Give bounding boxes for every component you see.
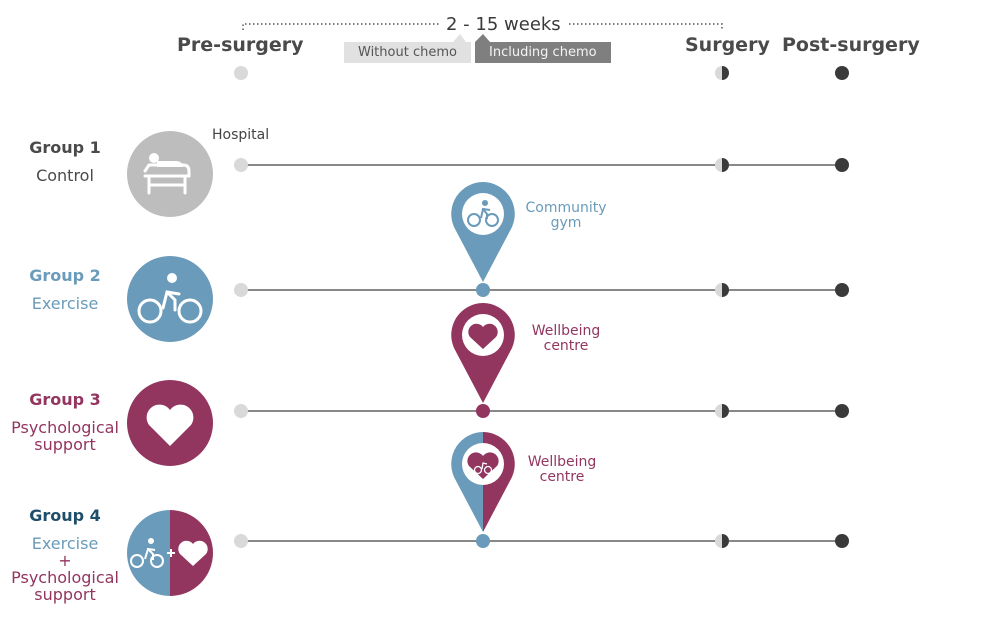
post-surgery-dot (835, 404, 849, 418)
tag-pointer (453, 34, 466, 42)
location-line: centre (539, 469, 585, 485)
pre-surgery-dot (234, 404, 248, 418)
phase-post-surgery: Post-surgery (782, 34, 920, 56)
phase-pre-surgery: Pre-surgery (177, 34, 304, 56)
timeline-line (241, 410, 842, 412)
hospital-label: Hospital (212, 127, 270, 143)
timeline-line (241, 164, 842, 166)
surgery-dot (715, 283, 729, 297)
tag-including-chemo: Including chemo (475, 42, 611, 63)
post-surgery-dot (835, 158, 849, 172)
location-line: Wellbeing (531, 323, 601, 339)
duration-label: 2 - 15 weeks (440, 14, 567, 35)
location-line: Wellbeing (527, 454, 597, 470)
group-2-subtitle: Exercise (31, 294, 99, 313)
pre-surgery-dot (234, 158, 248, 172)
group-1-subtitle: Control (36, 166, 94, 185)
hospital-bed-icon (127, 131, 213, 217)
bicycle-plus-heart-icon (127, 510, 213, 596)
location-line: centre (543, 338, 589, 354)
group-3-title: Group 3 (29, 390, 101, 409)
post-surgery-dot (835, 283, 849, 297)
subtitle-line: support (34, 585, 96, 604)
post-surgery-dot (835, 534, 849, 548)
group-2-title: Group 2 (29, 266, 101, 285)
group-1-title: Group 1 (29, 138, 101, 157)
subtitle-line: Psychological (11, 418, 119, 437)
post-surgery-dot (835, 66, 849, 80)
surgery-dot (715, 534, 729, 548)
subtitle-line: Exercise (31, 534, 99, 553)
heart-icon (127, 380, 213, 466)
bicycle-icon (127, 256, 213, 342)
phase-surgery: Surgery (685, 34, 770, 56)
tag-without-chemo: Without chemo (344, 42, 471, 63)
location-line: Community (525, 200, 607, 216)
subtitle-line: Psychological (11, 568, 119, 587)
timeline-line (241, 540, 842, 542)
surgery-dot (715, 158, 729, 172)
location-line: gym (550, 215, 582, 231)
community-gym-pin-icon (451, 182, 515, 297)
pre-surgery-dot (234, 534, 248, 548)
surgery-dot (715, 66, 729, 80)
pre-surgery-dot (234, 66, 248, 80)
wellbeing-centre-combined-pin-icon (451, 432, 515, 548)
group-4-title: Group 4 (29, 506, 101, 525)
pre-surgery-dot (234, 283, 248, 297)
subtitle-line: support (34, 435, 96, 454)
subtitle-line: + (58, 551, 72, 570)
wellbeing-centre-pin-icon (451, 303, 515, 418)
timeline-line (241, 289, 842, 291)
tag-pointer (475, 34, 490, 42)
surgery-dot (715, 404, 729, 418)
